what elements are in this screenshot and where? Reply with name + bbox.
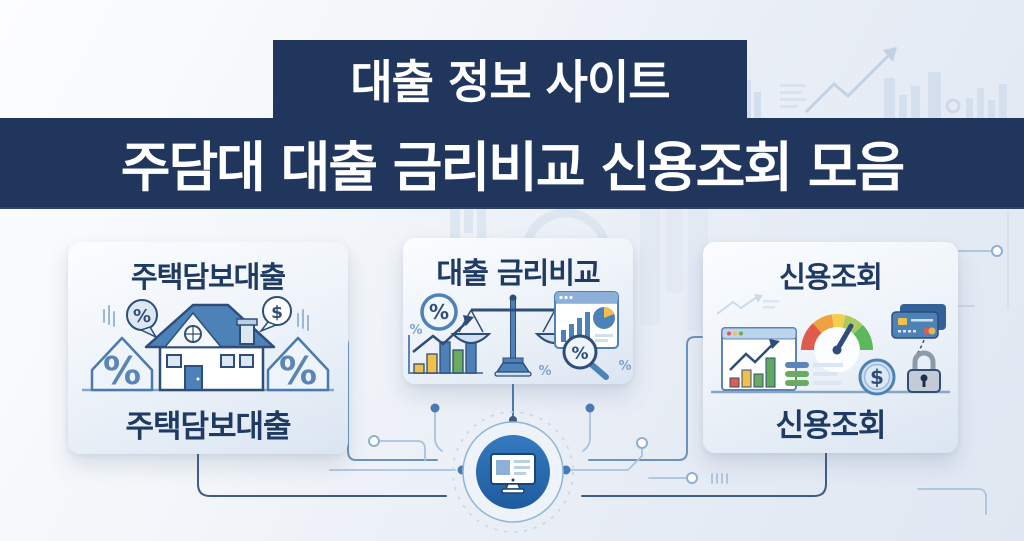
card-mortgage-loan[interactable]: 주택담보대출 % %	[68, 242, 348, 454]
percent-house-icon: %	[266, 336, 330, 393]
magnifier-percent-icon: %	[562, 334, 609, 380]
page-subtitle-text: 주담대 대출 금리비교 신용조회 모음	[120, 136, 905, 199]
svg-text:%: %	[571, 344, 588, 364]
svg-text:%: %	[133, 306, 151, 327]
credit-check-illustration: $	[711, 294, 950, 396]
card-rate-title: 대출 금리비교	[436, 256, 600, 290]
card-credit-footer: 신용조회	[775, 408, 886, 444]
computer-monitor-icon	[490, 453, 536, 494]
card-rate-comparison[interactable]: 대출 금리비교 % %	[403, 238, 633, 384]
page-subtitle-band: 주담대 대출 금리비교 신용조회 모음	[0, 118, 1024, 209]
house-icon	[144, 303, 276, 392]
trend-decor	[716, 294, 779, 315]
card-mortgage-footer: 주택담보대출	[125, 409, 291, 445]
svg-text:%: %	[409, 323, 422, 338]
page-title-text: 대출 정보 사이트	[350, 55, 670, 109]
svg-text:%: %	[279, 349, 317, 393]
percent-bubble-icon: %	[126, 299, 158, 339]
rate-comparison-illustration: % %	[408, 291, 632, 380]
house-illustration: % % %	[82, 296, 334, 393]
svg-text:$: $	[271, 303, 283, 323]
svg-text:%: %	[103, 349, 141, 393]
card-credit-title: 신용조회	[779, 260, 883, 294]
percent-house-icon: %	[90, 336, 154, 393]
dollar-coin-icon: $	[858, 358, 896, 396]
card-mortgage-title: 주택담보대출	[130, 260, 286, 294]
report-window-icon	[554, 291, 619, 349]
svg-text:%: %	[538, 364, 551, 379]
svg-text:%: %	[618, 359, 631, 374]
growth-bar-chart-icon	[408, 315, 483, 374]
credit-cards-icon	[891, 304, 946, 339]
motion-lines	[103, 305, 309, 331]
svg-text:%: %	[429, 300, 449, 324]
credit-score-gauge-icon	[801, 314, 873, 373]
security-lock-icon	[907, 350, 941, 393]
page-title: 대출 정보 사이트	[273, 40, 747, 118]
percent-badge-icon: %	[420, 293, 458, 331]
card-credit-check[interactable]: 신용조회	[703, 242, 958, 453]
score-list-lines	[785, 362, 843, 386]
dollar-bubble-icon: $	[258, 296, 292, 333]
circuit-nodes	[368, 245, 1003, 484]
chart-window-icon	[721, 327, 797, 391]
svg-text:$: $	[870, 365, 884, 389]
hub	[452, 411, 574, 533]
